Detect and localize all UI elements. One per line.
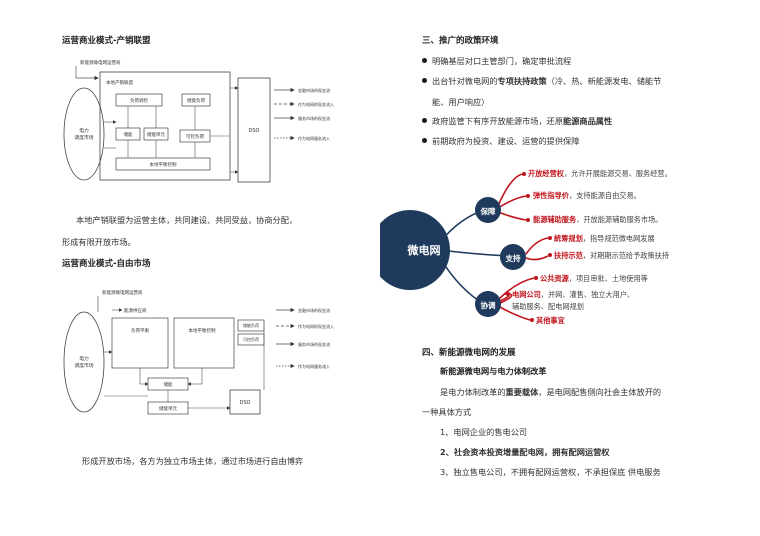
mindmap-node-baozhang <box>475 197 501 223</box>
svg-text:储能负荷: 储能负荷 <box>243 322 259 328</box>
section-title-alliance: 运营商业模式-产销联盟 <box>62 36 151 46</box>
svg-text:服务市场的现金流: 服务市场的现金流 <box>298 341 330 347</box>
diag1-source-label: 新能源微电网运营商 <box>80 59 121 66</box>
alliance-paragraph-line1: 本地产销联盟为运营主体，共同建设、共同受益，协商分配， <box>76 215 298 225</box>
development-paragraph-line1: 是电力体制改革的重要载体，是电网配售侧向社会主体放开的 <box>440 387 662 397</box>
mindmap-node-zhichi <box>500 244 526 270</box>
svg-text:本地平衡控制: 本地平衡控制 <box>189 327 216 334</box>
svg-text:能源辅助服务，开放能源辅助服务市场。: 能源辅助服务，开放能源辅助服务市场。 <box>533 215 662 224</box>
bullet-dot <box>422 78 427 83</box>
svg-text:本地产销联盟: 本地产销联盟 <box>106 79 133 86</box>
section-title-policy: 三、推广的政策环境 <box>422 36 499 46</box>
alliance-paragraph-line2: 形成有限开放市场。 <box>62 237 136 247</box>
alliance-frame <box>99 71 231 181</box>
svg-text:储能: 储能 <box>164 381 173 388</box>
svg-text:微电网: 微电网 <box>407 243 441 257</box>
svg-text:統筹规划，指导规范微电网发展: 統筹规划，指导规范微电网发展 <box>554 234 655 243</box>
svg-text:储能单元: 储能单元 <box>147 131 165 138</box>
list-item-3: 3、独立售电公司，不拥有配网运营权，不承担保底 供电服务 <box>440 467 661 477</box>
svg-text:DSO: DSO <box>249 128 260 134</box>
svg-text:储能: 储能 <box>124 131 133 138</box>
svg-text:储能负荷: 储能负荷 <box>187 97 205 104</box>
svg-text:其他事宜: 其他事宜 <box>536 316 565 325</box>
baozhang-items: 开放经营权，允许开展能源交易、服务经营。 弹性指导价，支持能源自由交易。 能源辅… <box>522 169 672 224</box>
svg-text:新能源微电网运营商: 新能源微电网运营商 <box>102 289 143 296</box>
mindmap-center-node <box>380 210 450 290</box>
svg-text:DSO: DSO <box>240 400 251 406</box>
svg-text:服务市场的现金流: 服务市场的现金流 <box>298 115 330 121</box>
svg-text:电力: 电力 <box>79 127 89 134</box>
development-paragraph-line2: 一种具体方式 <box>422 407 472 417</box>
alliance-diagram: 新能源微电网运营商 电力 调度市场 本地产销联盟 负荷调控 储能负荷 储能 储能… <box>63 59 334 183</box>
zhichi-items: 統筹规划，指导规范微电网发展 扶持示范，对期期示范给予政策扶持 <box>548 234 669 260</box>
svg-text:作为电网服务流入: 作为电网服务流入 <box>298 135 330 141</box>
bullet-dot <box>422 58 427 63</box>
right-page: 三、推广的政策环境 明确基层对口主管部门，确定审批流程 出台针对微电网的专项扶持… <box>380 0 760 536</box>
svg-text:能源供应商: 能源供应商 <box>124 307 147 314</box>
svg-text:扶持示范，对期期示范给予政策扶持: 扶持示范，对期期示范给予政策扶持 <box>554 251 669 260</box>
svg-text:辅助服务、配电网规划: 辅助服务、配电网规划 <box>512 302 584 311</box>
bullet-dot <box>422 138 427 143</box>
bullet-dot <box>422 118 427 123</box>
policy-bullet-2-cont: 能、用户响应） <box>432 97 490 107</box>
svg-text:调度市场: 调度市场 <box>74 134 93 141</box>
policy-bullet-1: 明确基层对口主管部门，确定审批流程 <box>432 56 572 66</box>
svg-text:负荷调控: 负荷调控 <box>130 97 148 104</box>
grid-market-ellipse <box>63 87 105 181</box>
section-title-development: 四、新能源微电网的发展 <box>422 348 516 358</box>
svg-text:作为电网的现金流入: 作为电网的现金流入 <box>298 323 334 329</box>
xietiao-items: 公共资源，项目审批、土地使用等 电网公司，并网、灌售、独立大用户、 辅助服务、配… <box>506 274 648 325</box>
svg-text:金融市场的现金流: 金融市场的现金流 <box>298 87 330 93</box>
svg-text:公共资源，项目审批、土地使用等: 公共资源，项目审批、土地使用等 <box>540 274 648 283</box>
mindmap-node-xietiao <box>475 291 501 317</box>
svg-text:本地平衡控制: 本地平衡控制 <box>150 161 177 168</box>
list-item-2: 2、社会资本投资增量配电网，拥有配网运营权 <box>440 447 610 457</box>
subsection-title: 新能源微电网与电力体制改革 <box>440 366 547 376</box>
svg-text:电网公司，并网、灌售、独立大用户、: 电网公司，并网、灌售、独立大用户、 <box>512 290 634 299</box>
svg-text:调度市场: 调度市场 <box>74 362 93 369</box>
svg-text:弹性指导价，支持能源自由交易。: 弹性指导价，支持能源自由交易。 <box>533 191 641 200</box>
svg-text:协调: 协调 <box>481 300 496 310</box>
svg-text:作为电网服务流入: 作为电网服务流入 <box>298 363 330 369</box>
svg-text:可控负荷: 可控负荷 <box>186 133 204 140</box>
svg-text:保障: 保障 <box>480 206 496 216</box>
left-page: 运营商业模式-产销联盟 新能源微电网运营商 电力 调度市场 本地产销联盟 负荷调… <box>62 36 334 466</box>
policy-bullet-3: 政府监管下有序开放能源市场，还原能源商品属性 <box>432 116 613 126</box>
svg-text:开放经营权，允许开展能源交易、服务经营。: 开放经营权，允许开展能源交易、服务经营。 <box>528 169 672 178</box>
dso-box <box>237 77 271 183</box>
microgrid-mindmap: 微电网 保障 支持 协调 开放经营权，允许开展能源交易、服务经营。 弹性指导价，… <box>380 169 672 325</box>
svg-text:电力: 电力 <box>79 355 89 362</box>
svg-text:负荷平衡: 负荷平衡 <box>131 327 149 334</box>
svg-text:金融市场的现金流: 金融市场的现金流 <box>298 307 330 313</box>
svg-text:储能单元: 储能单元 <box>159 405 177 412</box>
free-market-paragraph: 形成开放市场，各方为独立市场主体，通过市场进行自由博弈 <box>82 456 304 466</box>
policy-bullet-2: 出台针对微电网的专项扶持政策（冷、热、新能源发电、储能节 <box>432 76 662 86</box>
policy-bullet-4: 前期政府为投资、建设、运营的提供保障 <box>432 136 580 146</box>
svg-text:可控负荷: 可控负荷 <box>243 336 259 342</box>
svg-text:作为电网的现金流入: 作为电网的现金流入 <box>298 101 334 107</box>
svg-text:支持: 支持 <box>505 253 521 263</box>
free-market-diagram: 新能源微电网运营商 能源供应商 电力 调度市场 负荷平衡 本地平衡控制 储能负荷… <box>63 289 334 415</box>
section-title-free-market: 运营商业模式-自由市场 <box>62 259 151 269</box>
list-item-1: 1、电网企业的售电公司 <box>440 427 528 437</box>
